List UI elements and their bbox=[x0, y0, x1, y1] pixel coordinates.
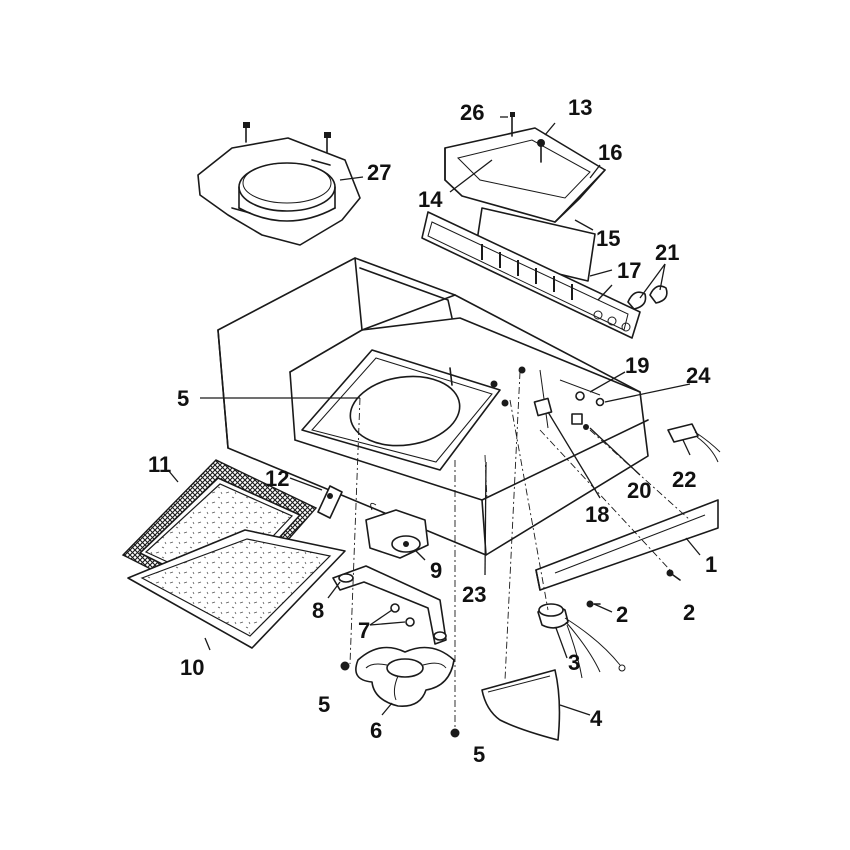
screw-5-right bbox=[450, 728, 460, 738]
callout-15: 15 bbox=[596, 226, 620, 251]
bottom-trim bbox=[535, 499, 719, 591]
callout-22: 22 bbox=[672, 467, 696, 492]
capacitor bbox=[537, 603, 626, 679]
motor-bracket bbox=[332, 565, 447, 645]
callout-11: 11 bbox=[148, 452, 171, 477]
callout-24: 24 bbox=[686, 363, 711, 388]
blower-housing bbox=[444, 127, 606, 223]
callout-5-c: 5 bbox=[473, 742, 485, 767]
callout-3: 3 bbox=[568, 650, 580, 675]
callout-13: 13 bbox=[568, 95, 592, 120]
callout-27: 27 bbox=[367, 160, 391, 185]
light-socket bbox=[667, 423, 721, 463]
callout-26: 26 bbox=[460, 100, 484, 125]
callout-4: 4 bbox=[590, 706, 603, 731]
knob-right bbox=[649, 285, 668, 304]
callout-2-b: 2 bbox=[683, 600, 695, 625]
fan-opening-frame bbox=[301, 349, 501, 471]
callout-1: 1 bbox=[705, 552, 717, 577]
filter-frame bbox=[127, 529, 346, 649]
fan-blade bbox=[355, 646, 455, 707]
duct-adapter-plate bbox=[197, 137, 361, 246]
callout-20: 20 bbox=[627, 478, 651, 503]
callout-23: 23 bbox=[462, 582, 486, 607]
switch-20 bbox=[571, 413, 589, 430]
callout-17: 17 bbox=[617, 258, 641, 283]
callout-labels: 1 2 2 3 4 5 5 5 6 7 8 9 10 11 12 13 14 1… bbox=[148, 95, 717, 767]
callout-8: 8 bbox=[312, 598, 324, 623]
bracket-nuts-7 bbox=[390, 603, 415, 627]
callout-21: 21 bbox=[655, 240, 679, 265]
control-panel bbox=[421, 211, 641, 339]
screw-2-a bbox=[666, 569, 681, 581]
callout-14: 14 bbox=[418, 187, 443, 212]
lamp-holder bbox=[575, 391, 605, 407]
assembly-centerlines bbox=[349, 371, 691, 730]
callout-18: 18 bbox=[585, 502, 609, 527]
callout-5-b: 5 bbox=[318, 692, 330, 717]
switch-18 bbox=[533, 397, 553, 417]
callout-16: 16 bbox=[598, 140, 622, 165]
callout-5-a: 5 bbox=[177, 386, 189, 411]
motor bbox=[365, 502, 429, 559]
callout-9: 9 bbox=[430, 558, 442, 583]
callout-2-a: 2 bbox=[616, 602, 628, 627]
callout-6: 6 bbox=[370, 718, 382, 743]
housing-screw-26 bbox=[510, 112, 515, 137]
housing-screw-13 bbox=[537, 139, 545, 163]
callout-12: 12 bbox=[265, 466, 289, 491]
leader-lines bbox=[167, 116, 701, 716]
hood-screw bbox=[490, 366, 526, 407]
filter-latch bbox=[317, 485, 343, 519]
callout-19: 19 bbox=[625, 353, 649, 378]
callout-7: 7 bbox=[358, 618, 370, 643]
light-lens bbox=[481, 669, 561, 741]
callout-10: 10 bbox=[180, 655, 204, 680]
screw-5-left bbox=[340, 661, 350, 671]
plate-screw-right bbox=[324, 132, 331, 153]
plate-screw-left bbox=[243, 122, 250, 143]
